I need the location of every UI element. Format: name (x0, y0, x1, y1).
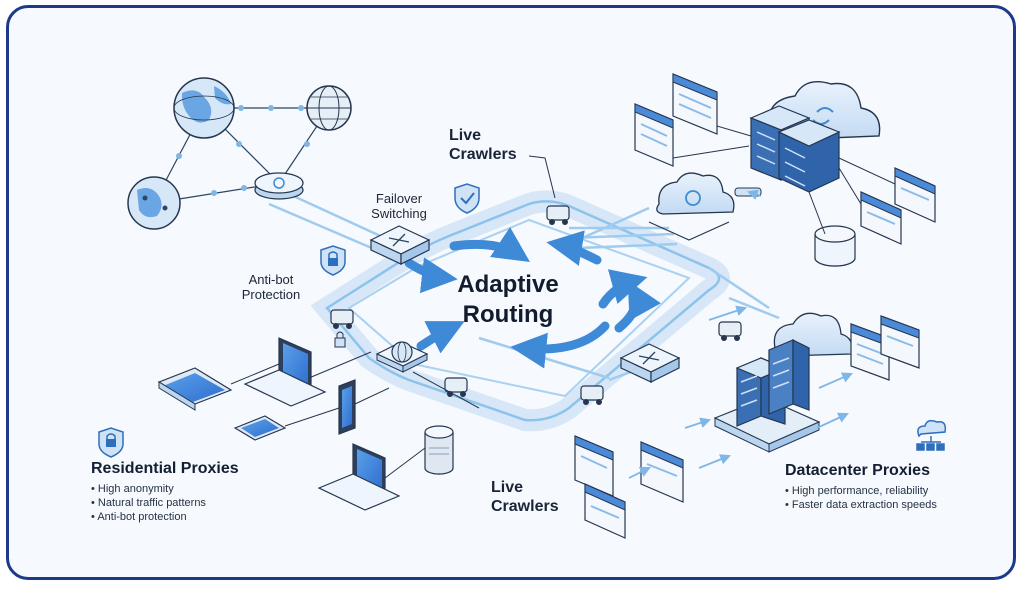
dc-connectors (672, 125, 896, 235)
router-icon (254, 172, 304, 200)
phone-icon (338, 379, 356, 435)
residential-features: High anonymity Natural traffic patterns … (91, 482, 311, 524)
failover-label: Failover Switching (359, 191, 439, 221)
residential-proxies-block: Residential Proxies High anonymity Natur… (91, 460, 311, 524)
datacenter-proxies-title: Datacenter Proxies (785, 462, 930, 479)
routing-diagram (98, 73, 947, 539)
database-icon (814, 225, 856, 267)
residential-proxies-title: Residential Proxies (91, 460, 239, 477)
residential-feature: Anti-bot protection (91, 510, 311, 524)
antibot-label: Anti-bot Protection (231, 272, 311, 302)
live-crawlers-bottom-label: Live Crawlers (491, 478, 581, 516)
failover-switch-icon (369, 225, 431, 265)
globe-icon (375, 341, 429, 373)
live-crawlers-top-label: Live Crawlers (449, 126, 539, 164)
lock-icon (320, 245, 346, 276)
adaptive-arrows (404, 227, 661, 369)
server-rack-icon (749, 105, 841, 193)
shield-check-icon (454, 183, 480, 214)
browser-window-icon (850, 323, 890, 381)
lock-icon (98, 427, 124, 458)
antibot-label-line2: Protection (241, 287, 301, 302)
center-title-line2: Routing (462, 301, 554, 328)
diagram-frame: Adaptive Routing Failover Switching Anti… (6, 5, 1016, 580)
live-crawlers-bottom-line2: Crawlers (491, 498, 559, 515)
smart-speaker-icon (424, 425, 454, 475)
failover-label-line1: Failover (375, 191, 423, 206)
browser-window-icon (880, 315, 920, 369)
globe-network-dots (176, 105, 310, 196)
label-leader-line (528, 155, 556, 199)
browser-window-icon (672, 73, 718, 135)
datacenter-feature: High performance, reliability (785, 484, 1005, 498)
live-crawlers-top-line1: Live (449, 127, 482, 144)
globe-icon (127, 176, 181, 230)
globe-icon (173, 77, 235, 139)
residential-feature: Natural traffic patterns (91, 496, 311, 510)
crawler-robot-icon (718, 321, 742, 341)
server-rack-icon (713, 339, 821, 453)
lock-icon (334, 331, 346, 348)
datacenter-proxies-block: Datacenter Proxies High performance, rel… (785, 462, 1005, 512)
browser-window-icon (860, 191, 902, 245)
browser-window-icon (634, 103, 674, 167)
live-crawlers-bottom-line1: Live (491, 479, 524, 496)
globe-icon (306, 85, 352, 131)
laptop-icon (317, 443, 401, 511)
browser-window-icon (894, 167, 936, 223)
phone-icon (233, 415, 287, 441)
router-icon (619, 343, 681, 383)
live-crawlers-top-line2: Crawlers (449, 146, 517, 163)
network-hierarchy-icon (916, 419, 947, 451)
residential-feature: High anonymity (91, 482, 311, 496)
center-title: Adaptive Routing (423, 270, 593, 330)
browser-window-icon (640, 441, 684, 503)
antibot-label-line1: Anti-bot (248, 272, 294, 287)
dc-flow-arrows (628, 189, 853, 479)
laptop-icon (243, 337, 327, 407)
residential-connectors (230, 351, 480, 479)
center-title-line1: Adaptive (457, 271, 559, 298)
crawler-robot-icon (580, 385, 604, 405)
crawler-robot-icon (546, 205, 570, 225)
browser-window-icon (584, 483, 626, 539)
tablet-icon (157, 367, 233, 411)
crawler-robot-icon (330, 309, 354, 329)
datacenter-feature: Faster data extraction speeds (785, 498, 1005, 512)
failover-label-line2: Switching (371, 206, 427, 221)
cloud-icon (648, 172, 735, 241)
datacenter-features: High performance, reliability Faster dat… (785, 484, 1005, 512)
